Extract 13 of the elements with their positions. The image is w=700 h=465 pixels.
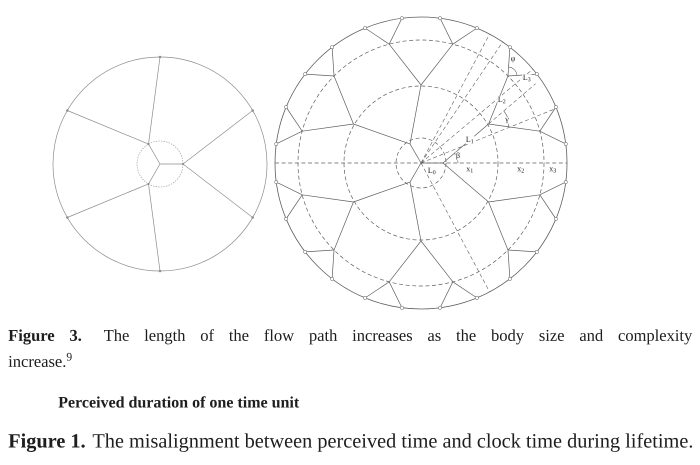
math-label: x$_{1}$: [466, 167, 474, 173]
math-label: φ: [510, 56, 516, 64]
caption: Figure 3. The length of the flow path increases as the body size and complexity increase.$^{9}$: [8, 329, 692, 368]
text-label: Perceived duration of one time unit: [58, 396, 300, 408]
math-label: x$_{2}$: [516, 167, 526, 173]
caption: Figure 1. The misalignment between perceived time and clock time during lifetime.: [8, 433, 692, 452]
math-label: L$_{0}$: [427, 167, 437, 175]
math-label: L$_{1}$: [465, 136, 475, 144]
math-label: L$_{2}$: [497, 96, 507, 104]
math-label: L$_{3}$: [522, 74, 532, 82]
math-label: x$_{3}$: [548, 167, 558, 173]
math-label: γ: [504, 117, 510, 124]
math-label: β: [455, 152, 461, 160]
